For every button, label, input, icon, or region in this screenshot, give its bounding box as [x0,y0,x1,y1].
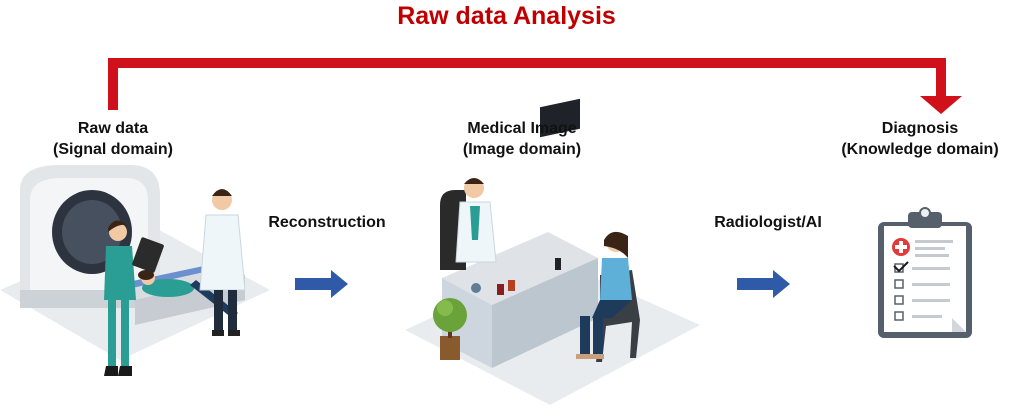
radiologist-arrow [737,270,790,298]
stage-raw-data-line2: (Signal domain) [53,141,173,158]
raw-data-analysis-bracket [108,58,946,110]
clipboard-checklist-icon [878,207,972,338]
stage-medical-image-line1: Medical Image [467,120,577,137]
stage-raw-data-line1: Raw data [77,120,149,137]
bracket-arrowhead [920,96,962,114]
stage-diagnosis-line1: Diagnosis [881,120,959,137]
transition-label-reconstruction: Reconstruction [268,214,386,231]
transition-label-radiologist-ai: Radiologist/AI [714,214,822,231]
diagram-title: Raw data Analysis [397,2,616,30]
stage-label-diagnosis: Diagnosis (Knowledge domain) [830,118,1010,160]
stage-label-medical-image: Medical Image (Image domain) [442,118,602,160]
stage-medical-image-line2: (Image domain) [462,141,582,158]
doctor-consultation-scene-icon [405,98,700,405]
stage-label-raw-data: Raw data (Signal domain) [48,118,178,160]
stage-diagnosis-line2: (Knowledge domain) [841,141,999,158]
mri-scanner-scene-icon [0,165,270,376]
reconstruction-arrow [295,270,348,298]
